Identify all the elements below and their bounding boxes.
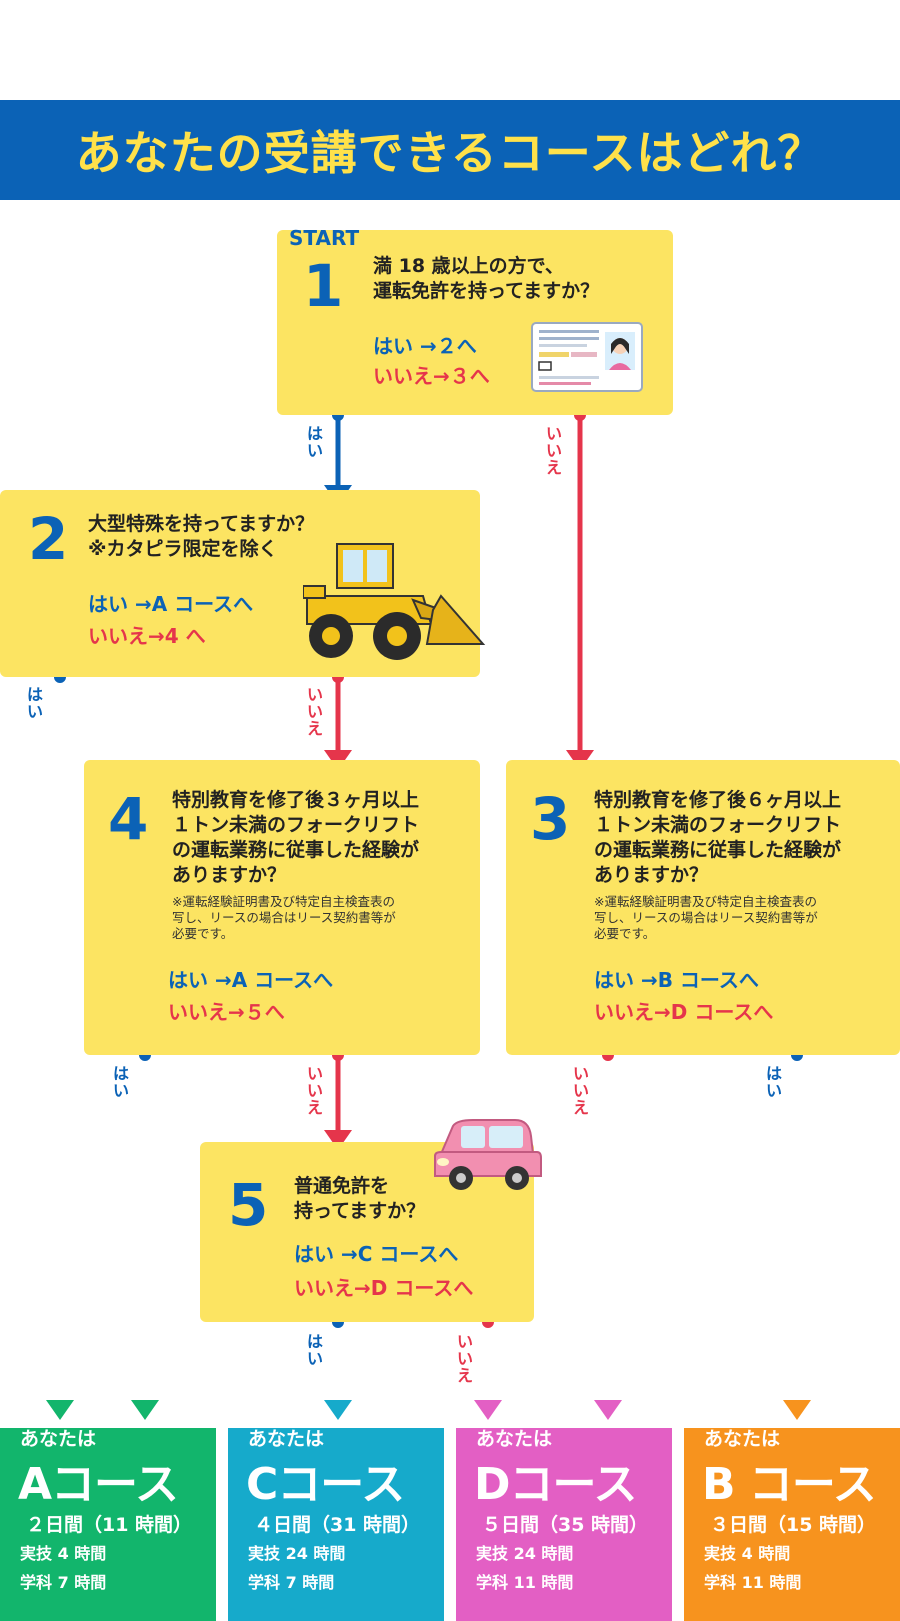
course-a-card: あなたは Aコース ２日間（11 時間） 実技 4 時間 学科 7 時間: [0, 1428, 216, 1621]
wheel-loader-icon: [303, 543, 486, 660]
course-theory: 学科 11 時間: [476, 1573, 574, 1592]
no-option: いいえ→５へ: [168, 1000, 285, 1024]
title-banner: あなたの受講できるコースはどれ？: [0, 100, 900, 200]
course-practical: 実技 24 時間: [248, 1544, 346, 1563]
course-days: ２日間（11 時間）: [26, 1514, 193, 1536]
arrow-5-to-d: [474, 1316, 502, 1420]
car-icon: [434, 1119, 542, 1190]
start-badge: START: [289, 226, 360, 250]
no-label: いいえ: [306, 1064, 323, 1117]
course-c-card: あなたは Cコース ４日間（31 時間） 実技 24 時間 学科 7 時間: [228, 1428, 444, 1621]
yes-option: はい →B コースへ: [594, 968, 759, 992]
step-question: 特別教育を修了後３ヶ月以上 １トン未満のフォークリフト の運転業務に従事した経験…: [172, 789, 420, 886]
yes-option: はい →A コースへ: [168, 968, 334, 992]
course-intro: あなたは: [704, 1428, 781, 1450]
course-days: ５日間（35 時間）: [482, 1514, 649, 1536]
course-intro: あなたは: [248, 1428, 325, 1450]
step-2-box: 2 大型特殊を持ってますか？ ※カタピラ限定を除く はい →A コースへ いいえ…: [0, 490, 486, 677]
no-label: いいえ: [545, 424, 562, 477]
no-option: いいえ→D コースへ: [294, 1276, 474, 1300]
no-label: いいえ: [306, 685, 323, 738]
arrow-5-to-c: [324, 1316, 352, 1420]
no-option: いいえ→4 へ: [88, 624, 206, 648]
course-name: B コース: [702, 1459, 877, 1510]
step-1-box: START 1 満 18 歳以上の方で、 運転免許を持ってますか？ はい →２へ…: [277, 226, 673, 415]
arrow-3-to-b: [783, 1049, 811, 1420]
step-question: 大型特殊を持ってますか？ ※カタピラ限定を除く: [88, 513, 315, 560]
course-practical: 実技 24 時間: [476, 1544, 574, 1563]
yes-label: はい: [112, 1064, 129, 1100]
step-4-box: 4 特別教育を修了後３ヶ月以上 １トン未満のフォークリフト の運転業務に従事した…: [84, 760, 480, 1055]
step-number: 5: [228, 1171, 269, 1239]
course-intro: あなたは: [20, 1428, 97, 1450]
yes-label: はい: [765, 1064, 782, 1100]
arrow-1-to-3: [566, 409, 594, 770]
yes-option: はい →C コースへ: [294, 1242, 459, 1266]
step-3-box: 3 特別教育を修了後６ヶ月以上 １トン未満のフォークリフト の運転業務に従事した…: [506, 760, 900, 1055]
step-number: 4: [108, 785, 149, 853]
step-note: ※運転経験証明書及び特定自主検査表の 写し、リースの場合はリース契約書等が 必要…: [594, 894, 818, 941]
course-b-card: あなたは B コース ３日間（15 時間） 実技 4 時間 学科 11 時間: [684, 1428, 900, 1621]
step-question: 特別教育を修了後６ヶ月以上 １トン未満のフォークリフト の運転業務に従事した経験…: [594, 789, 842, 886]
course-d-card: あなたは Dコース ５日間（35 時間） 実技 24 時間 学科 11 時間: [456, 1428, 672, 1621]
yes-label: はい: [306, 1332, 323, 1368]
course-practical: 実技 4 時間: [704, 1544, 791, 1563]
arrow-4-to-5: [324, 1049, 352, 1150]
no-label: いいえ: [456, 1332, 473, 1385]
step-number: 3: [530, 785, 571, 853]
course-name: Aコース: [18, 1459, 179, 1510]
yes-option: はい →２へ: [373, 334, 477, 358]
course-days: ４日間（31 時間）: [254, 1514, 421, 1536]
course-name: Dコース: [474, 1459, 637, 1510]
yes-label: はい: [306, 424, 323, 460]
no-label: いいえ: [572, 1064, 589, 1117]
arrow-2-to-4: [324, 671, 352, 770]
course-practical: 実技 4 時間: [20, 1544, 107, 1563]
step-question: 普通免許を 持ってますか？: [294, 1175, 426, 1222]
course-theory: 学科 11 時間: [704, 1573, 802, 1592]
course-theory: 学科 7 時間: [248, 1573, 335, 1592]
step-number: 2: [28, 505, 69, 573]
arrow-3-to-d: [594, 1049, 622, 1420]
yes-option: はい →A コースへ: [88, 592, 254, 616]
no-option: いいえ→３へ: [373, 364, 490, 388]
no-option: いいえ→D コースへ: [594, 1000, 774, 1024]
course-days: ３日間（15 時間）: [710, 1514, 877, 1536]
step-note: ※運転経験証明書及び特定自主検査表の 写し、リースの場合はリース契約書等が 必要…: [172, 894, 396, 941]
yes-label: はい: [26, 685, 43, 721]
arrow-4-to-a: [131, 1049, 159, 1420]
step-5-box: 5 普通免許を 持ってますか？ はい →C コースへ いいえ→D コースへ: [200, 1119, 542, 1322]
drivers-license-icon: [531, 322, 643, 392]
arrow-2-to-a: [46, 671, 74, 1420]
course-intro: あなたは: [476, 1428, 553, 1450]
page-title: あなたの受講できるコースはどれ？: [75, 126, 825, 180]
step-question: 満 18 歳以上の方で、 運転免許を持ってますか？: [373, 255, 600, 302]
step-number: 1: [303, 252, 344, 320]
course-theory: 学科 7 時間: [20, 1573, 107, 1592]
course-name: Cコース: [246, 1459, 405, 1510]
